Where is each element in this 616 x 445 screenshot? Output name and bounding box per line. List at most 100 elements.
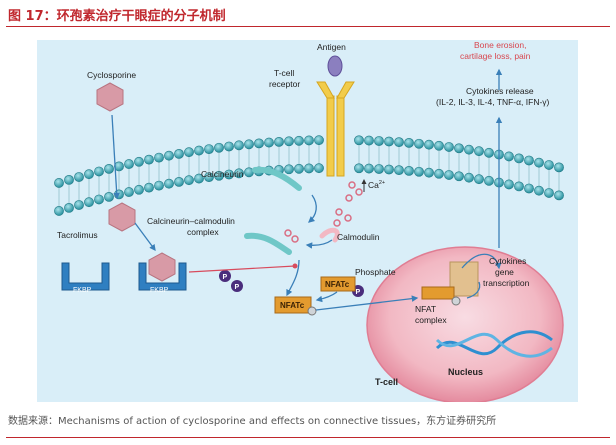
lipid-head xyxy=(234,140,244,151)
lipid-head xyxy=(414,166,424,177)
lipid-head xyxy=(254,138,264,149)
lipid-head xyxy=(504,151,514,162)
lipid-head xyxy=(464,172,474,183)
source-note: 数据来源：Mechanisms of action of cyclosporin… xyxy=(8,416,497,427)
lipid-head xyxy=(384,164,394,175)
lipid-head xyxy=(94,166,104,177)
lipid-head xyxy=(504,179,514,190)
lipid-head xyxy=(184,147,194,158)
lipid-head xyxy=(304,135,314,146)
lipid-head xyxy=(544,188,554,198)
lipid-head xyxy=(474,174,484,185)
lipid-head xyxy=(404,165,414,176)
lipid-head xyxy=(114,161,124,172)
lipid-head xyxy=(554,190,564,201)
lipid-head xyxy=(124,159,134,169)
inhibition-line xyxy=(188,265,296,273)
lipid-head xyxy=(134,156,144,167)
lipid-head xyxy=(134,184,144,195)
t-cell-receptor-icon xyxy=(316,81,355,177)
lipid-head xyxy=(474,146,484,157)
fkbp-bound-label: FKBP xyxy=(150,287,169,294)
lipid-head xyxy=(514,181,524,192)
lipid-head xyxy=(284,164,294,175)
lipid-head xyxy=(164,178,174,189)
nucleus-label: Nucleus xyxy=(448,367,483,377)
lipid-head xyxy=(444,142,454,152)
cytokine-release-label-line1: Cytokines release xyxy=(466,86,534,96)
lipid-head xyxy=(484,175,494,186)
lipid-head xyxy=(244,139,254,150)
lipid-head xyxy=(204,172,214,183)
cytokine-release-label-line2: (IL-2, IL-3, IL-4, TNF-α, IFN-γ) xyxy=(436,97,550,107)
lipid-head xyxy=(174,176,184,187)
nfatc-phosphorylated-box xyxy=(320,276,356,292)
lipid-head xyxy=(214,170,224,181)
bone-erosion-label-line1: Bone erosion, xyxy=(474,40,526,50)
tcr-label-line2: receptor xyxy=(269,79,300,89)
cc-complex-label-line2: complex xyxy=(187,227,219,237)
lipid-head xyxy=(144,154,154,165)
lipid-head xyxy=(404,137,414,148)
lipid-head xyxy=(364,163,374,174)
lipid-head xyxy=(554,162,564,173)
lipid-head xyxy=(124,187,134,197)
lipid-head xyxy=(164,150,174,161)
bottom-divider xyxy=(6,437,610,438)
cyclosporine-bound-icon xyxy=(148,252,176,282)
nucleus-body xyxy=(366,246,564,402)
cytokine-gene-label-line1: Cytokines xyxy=(489,256,526,266)
lipid-head xyxy=(374,136,384,146)
lipid-head xyxy=(264,137,274,148)
inhibition-dot-icon xyxy=(292,263,298,269)
lipid-head xyxy=(484,147,494,158)
lipid-head xyxy=(74,172,84,182)
tacrolimus-label: Tacrolimus xyxy=(57,230,98,240)
lipid-head xyxy=(524,183,534,194)
lipid-head xyxy=(154,152,164,163)
lipid-head xyxy=(54,206,64,216)
lipid-head xyxy=(194,145,204,156)
lipid-head xyxy=(224,169,234,180)
lipid-head xyxy=(374,164,384,174)
lipid-head xyxy=(64,203,74,213)
nfatc-box xyxy=(274,296,312,314)
lipid-head xyxy=(354,163,364,174)
lipid-head xyxy=(214,142,224,153)
phosphate-icon xyxy=(231,280,243,292)
mechanism-diagram: Cyclosporine Antigen T-cell receptor Bon… xyxy=(54,40,564,402)
lipid-head xyxy=(434,140,444,151)
cytokine-gene-box xyxy=(449,261,479,297)
lipid-head xyxy=(114,189,124,200)
cytokine-gene-label-line2: gene xyxy=(495,267,514,277)
lipid-head xyxy=(354,135,364,146)
t-cell-label: T-cell xyxy=(375,377,398,387)
lipid-head xyxy=(464,144,474,155)
fkbp-label: FKBP xyxy=(73,287,92,294)
lipid-head xyxy=(314,135,324,146)
pathway-arrows xyxy=(111,68,503,311)
antigen-icon xyxy=(327,55,343,77)
lipid-head xyxy=(414,138,424,149)
lipid-head xyxy=(74,200,84,210)
phosphate-icon xyxy=(219,270,231,282)
lipid-head xyxy=(314,163,324,174)
lipid-head xyxy=(294,135,304,146)
lipid-head xyxy=(54,178,64,188)
nfatc-phos-label: NFATc xyxy=(325,280,350,289)
phosphate-p-label: P xyxy=(235,284,240,291)
phosphate-p-label: P xyxy=(356,289,361,296)
lipid-head xyxy=(204,144,214,155)
figure-title: 图 17：环孢素治疗干眼症的分子机制 xyxy=(8,9,226,24)
lipid-head xyxy=(514,153,524,164)
fkbp-bound-icon xyxy=(138,262,187,291)
lipid-head xyxy=(454,171,464,182)
calcineurin-complex-icon xyxy=(244,232,292,255)
lipid-head xyxy=(184,175,194,186)
lipid-head xyxy=(384,136,394,147)
lipid-head xyxy=(84,169,94,180)
lipid-head xyxy=(104,163,114,174)
lipid-head xyxy=(394,137,404,148)
lipid-head xyxy=(234,168,244,179)
lipid-head xyxy=(284,136,294,147)
